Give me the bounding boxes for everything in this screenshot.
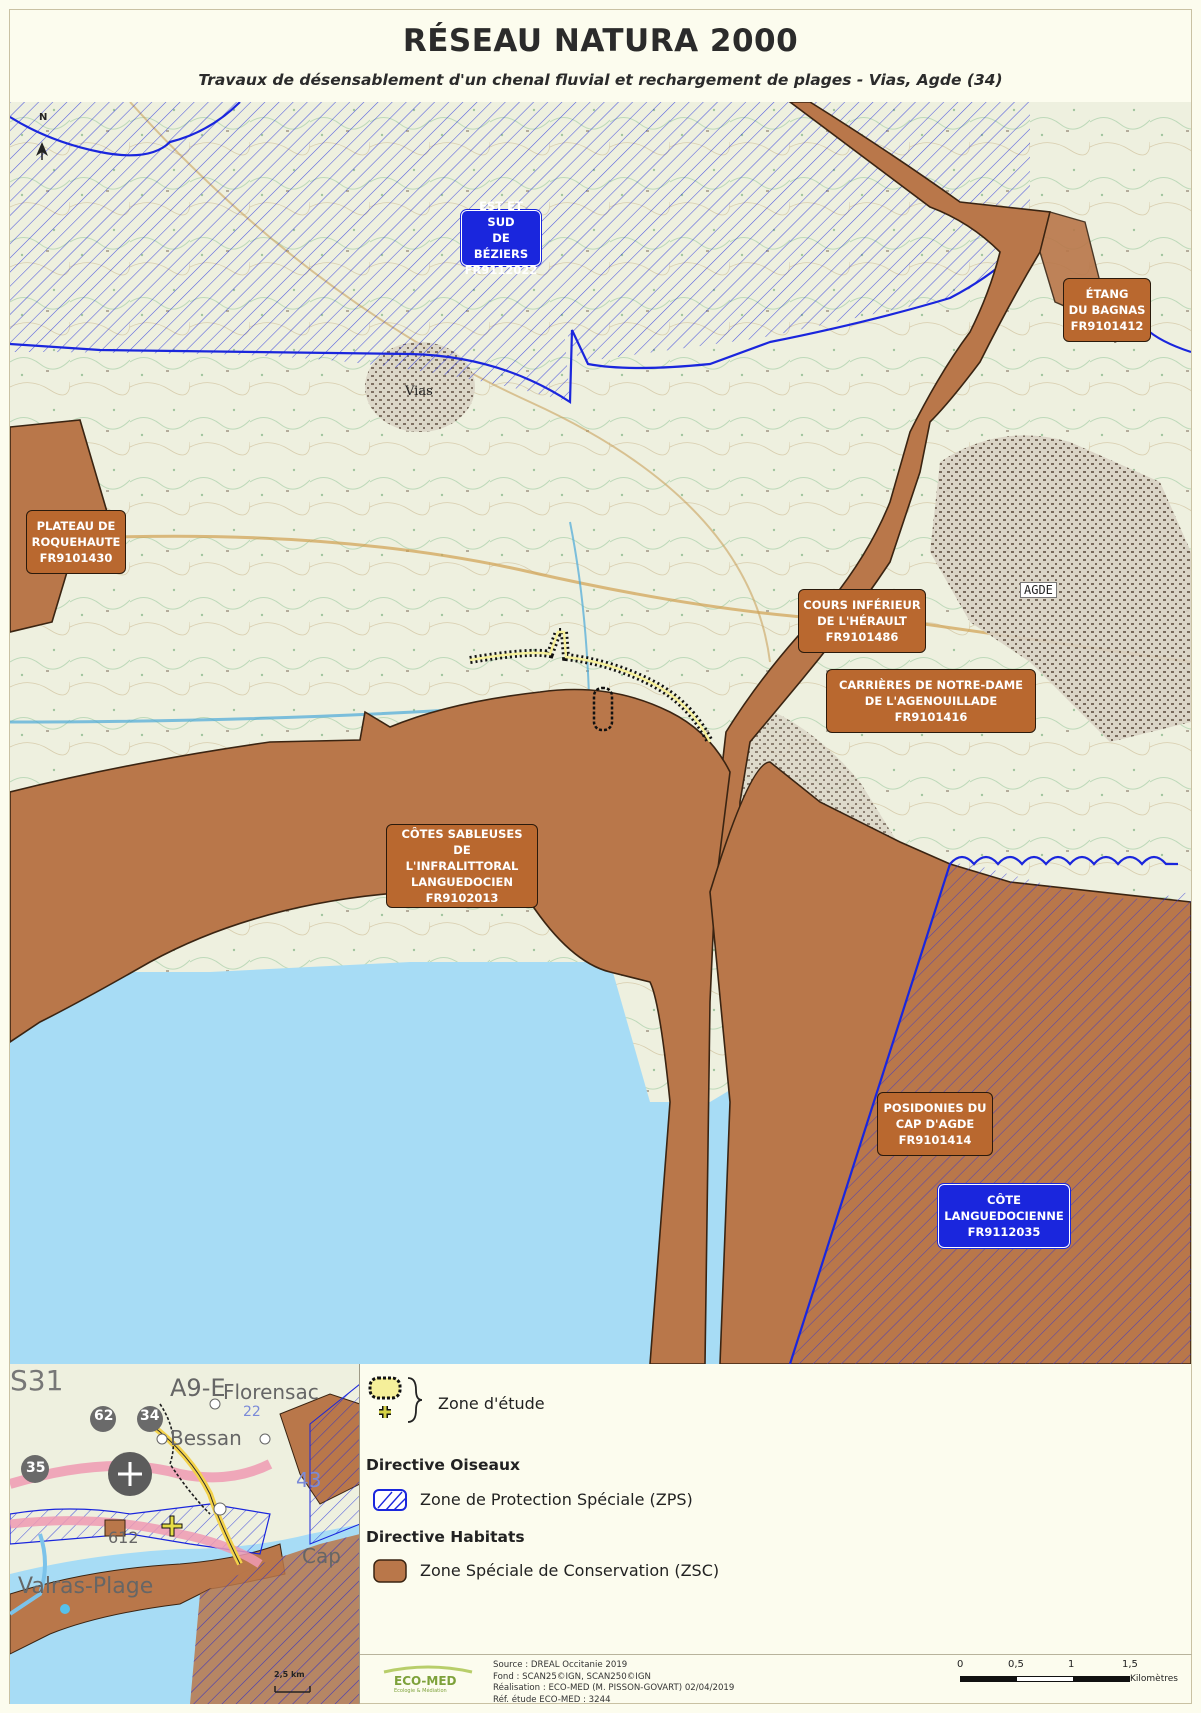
site-label-line: ÉTANG bbox=[1085, 287, 1129, 301]
site-label-est-et-sud-de-beziers[interactable]: EST ET SUD DE BÉZIERS FR9112022 bbox=[461, 199, 541, 277]
map-title: RÉSEAU NATURA 2000 bbox=[402, 23, 799, 59]
site-label-code: FR9112035 bbox=[967, 1225, 1041, 1239]
scale-tick: 1 bbox=[1068, 1659, 1075, 1670]
map-sources: Source : DREAL Occitanie 2019 Fond : SCA… bbox=[493, 1660, 734, 1706]
legend-zsc: Zone Spéciale de Conservation (ZSC) bbox=[420, 1561, 720, 1580]
site-label-line: CÔTES SABLEUSES DE bbox=[401, 827, 523, 857]
site-label-cours-inferieur-herault[interactable]: COURS INFÉRIEUR DE L'HÉRAULT FR9101486 bbox=[798, 589, 926, 653]
inset-road-62: 62 bbox=[94, 1408, 114, 1424]
site-label-carrieres-notre-dame[interactable]: CARRIÈRES DE NOTRE-DAME DE L'AGENOUILLAD… bbox=[826, 669, 1036, 733]
site-label-line: DE L'HÉRAULT bbox=[817, 614, 907, 628]
inset-road-612: 612 bbox=[108, 1528, 139, 1547]
site-label-line: L'INFRALITTORAL bbox=[405, 859, 519, 873]
site-label-code: FR9101414 bbox=[898, 1133, 972, 1147]
north-label: N bbox=[39, 112, 48, 123]
site-label-line: DU BAGNAS bbox=[1068, 303, 1146, 317]
site-label-code: FR9112022 bbox=[464, 263, 538, 277]
site-label-line: LANGUEDOCIEN bbox=[410, 875, 513, 889]
inset-florensac: Florensac bbox=[223, 1380, 319, 1404]
site-label-line: CAP D'AGDE bbox=[895, 1117, 975, 1131]
site-label-line: ROQUEHAUTE bbox=[31, 535, 121, 549]
site-label-plateau-de-roquehaute[interactable]: PLATEAU DE ROQUEHAUTE FR9101430 bbox=[26, 510, 126, 574]
legend-zone-etude: Zone d'étude bbox=[438, 1394, 545, 1413]
site-label-line: DE BÉZIERS bbox=[473, 231, 529, 261]
inset-bessan: Bessan bbox=[170, 1426, 242, 1450]
eco-med-logo-icon bbox=[383, 1665, 473, 1674]
inset-dept3: 43 bbox=[296, 1468, 322, 1492]
inset-scale-label: 2,5 km bbox=[274, 1670, 305, 1679]
scale-tick: 0,5 bbox=[1008, 1659, 1024, 1670]
place-agde: AGDE bbox=[1020, 582, 1057, 598]
scale-tick: 1,5 bbox=[1122, 1659, 1138, 1670]
north-arrow-icon bbox=[36, 142, 48, 160]
site-label-line: PLATEAU DE bbox=[36, 519, 116, 533]
legend: Zone d'étude Directive Oiseaux Zone de P… bbox=[360, 1364, 1192, 1654]
site-label-code: FR9101416 bbox=[894, 710, 968, 724]
site-label-line: LANGUEDOCIENNE bbox=[944, 1209, 1064, 1223]
site-label-line: EST ET SUD bbox=[479, 199, 523, 229]
scale-tick: 0 bbox=[957, 1659, 964, 1670]
main-map-canvas bbox=[10, 102, 1191, 1364]
site-label-line: COURS INFÉRIEUR bbox=[803, 598, 921, 612]
site-label-etang-du-bagnas[interactable]: ÉTANG DU BAGNAS FR9101412 bbox=[1063, 278, 1151, 342]
site-label-line: CARRIÈRES DE NOTRE-DAME bbox=[838, 678, 1024, 692]
site-label-code: FR9101412 bbox=[1070, 319, 1144, 333]
eco-med-logo-text: ECO-MED bbox=[394, 1674, 457, 1688]
source-line: Réf. étude ECO-MED : 3244 bbox=[493, 1694, 611, 1705]
site-label-line: CÔTE bbox=[987, 1193, 1021, 1207]
site-label-code: FR9101430 bbox=[39, 551, 113, 565]
source-line: Fond : SCAN25©IGN, SCAN250©IGN bbox=[493, 1671, 651, 1682]
place-vias: Vias bbox=[405, 384, 433, 399]
inset-road-a9: A9-E bbox=[170, 1374, 226, 1402]
site-label-line: POSIDONIES DU bbox=[883, 1101, 987, 1115]
inset-valras: Valras-Plage bbox=[18, 1574, 154, 1599]
site-label-posidonies-cap-agde[interactable]: POSIDONIES DU CAP D'AGDE FR9101414 bbox=[877, 1092, 993, 1156]
zps-swatch-icon bbox=[373, 1489, 407, 1511]
scale-bar: 0 0,5 1 1,5 Kilomètres bbox=[957, 1659, 1192, 1701]
scale-bar-graphic bbox=[960, 1676, 1130, 1682]
site-label-cote-languedocienne[interactable]: CÔTE LANGUEDOCIENNE FR9112035 bbox=[938, 1184, 1070, 1248]
map-footer: ECO-MED Ecologie & Médiation Source : DR… bbox=[360, 1654, 1192, 1706]
site-label-code: FR9102013 bbox=[425, 891, 499, 905]
legend-zps: Zone de Protection Spéciale (ZPS) bbox=[420, 1490, 693, 1509]
scale-unit: Kilomètres bbox=[1130, 1674, 1178, 1684]
eco-med-logo-subtitle: Ecologie & Médiation bbox=[394, 1688, 447, 1694]
site-label-line: DE L'AGENOUILLADE bbox=[864, 694, 998, 708]
legend-directive-oiseaux: Directive Oiseaux bbox=[366, 1456, 520, 1474]
site-label-cotes-sableuses[interactable]: CÔTES SABLEUSES DE L'INFRALITTORAL LANGU… bbox=[386, 824, 538, 908]
inset-map[interactable]: S31 62 34 35 A9-E Florensac 22 Bessan 43… bbox=[10, 1364, 360, 1704]
zone-etude-icon bbox=[368, 1376, 423, 1423]
inset-road-34: 34 bbox=[140, 1408, 160, 1424]
zsc-swatch-icon bbox=[373, 1559, 407, 1583]
inset-dept-label: S31 bbox=[10, 1364, 64, 1397]
legend-directive-habitats: Directive Habitats bbox=[366, 1528, 525, 1546]
site-label-code: FR9101486 bbox=[825, 630, 899, 644]
source-line: Source : DREAL Occitanie 2019 bbox=[493, 1660, 628, 1670]
inset-cap: Cap bbox=[302, 1544, 341, 1568]
main-map[interactable]: Vias AGDE N EST ET SUD DE BÉZIERS FR9112… bbox=[10, 102, 1191, 1364]
map-subtitle: Travaux de désensablement d'un chenal fl… bbox=[198, 71, 1003, 89]
inset-road-35: 35 bbox=[26, 1460, 46, 1476]
inset-dept2: 22 bbox=[243, 1404, 261, 1420]
eco-med-logo: ECO-MED Ecologie & Médiation bbox=[380, 1664, 476, 1696]
inset-map-canvas bbox=[10, 1364, 359, 1704]
map-header: RÉSEAU NATURA 2000 Travaux de désensable… bbox=[9, 9, 1192, 102]
source-line: Réalisation : ECO-MED (M. PISSON-GOVART)… bbox=[493, 1683, 735, 1693]
